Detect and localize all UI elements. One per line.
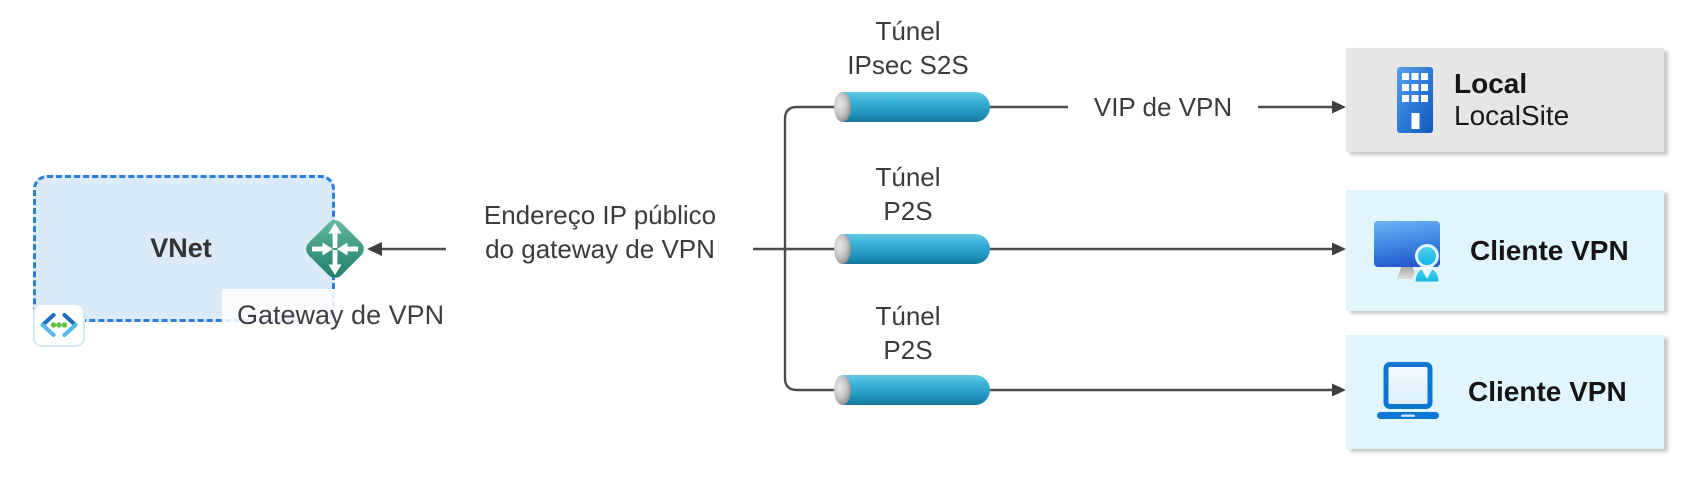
public-ip-label-line2: do gateway de VPN <box>477 234 723 264</box>
tunnel2-pipe <box>842 234 990 264</box>
arrowhead-to-local <box>1332 100 1346 114</box>
vip-label: VIP de VPN <box>1085 90 1241 124</box>
tunnel1-pipe-opening <box>834 92 851 122</box>
tunnel2-label-line1: Túnel <box>875 162 941 192</box>
tunnel3-pipe-opening <box>834 375 851 405</box>
endpoint-local-title: Local <box>1454 68 1528 99</box>
tunnel3-label: Túnel P2S <box>875 299 940 367</box>
public-ip-label: Endereço IP público do gateway de VPN <box>475 198 725 266</box>
tunnel2-pipe-opening <box>834 234 851 264</box>
tunnel1-label-line1: Túnel <box>875 16 941 46</box>
tunnel1-label: Túnel IPsec S2S <box>847 14 968 82</box>
desktop-user-icon <box>1372 219 1448 283</box>
virtual-network-icon <box>33 303 85 347</box>
endpoint-client1-title: Cliente VPN <box>1470 234 1629 266</box>
endpoint-client1-box: Cliente VPN <box>1346 190 1664 311</box>
virtual-network-icon-glyph <box>40 312 78 338</box>
endpoint-client2-title: Cliente VPN <box>1468 376 1627 407</box>
laptop-icon <box>1376 362 1440 422</box>
gateway-label: Gateway de VPN <box>237 300 445 330</box>
endpoint-local-box: Local LocalSite <box>1346 48 1664 152</box>
endpoint-local-subtitle: LocalSite <box>1454 100 1570 131</box>
tunnel1-label-line2: IPsec S2S <box>847 50 969 80</box>
gateway-label-background <box>222 289 484 341</box>
vpn-gateway-icon-arrows <box>312 223 358 275</box>
tunnel3-label-line2: P2S <box>883 335 933 365</box>
building-icon <box>1396 67 1434 133</box>
public-ip-label-line1: Endereço IP público <box>475 200 725 230</box>
tunnel2-label-line2: P2S <box>883 196 933 226</box>
endpoint-client2-box: Cliente VPN <box>1346 335 1664 449</box>
tunnel3-label-line1: Túnel <box>875 301 941 331</box>
vnet-label: VNet <box>150 233 212 263</box>
tunnel3-pipe <box>842 375 990 405</box>
arrowhead-to-gateway <box>367 242 382 256</box>
arrowhead-to-client2 <box>1332 383 1346 397</box>
vip-label-text: VIP de VPN <box>1085 92 1241 122</box>
tunnel2-label: Túnel P2S <box>875 160 940 228</box>
arrowhead-to-client1 <box>1332 242 1346 256</box>
tunnel1-pipe <box>842 92 990 122</box>
